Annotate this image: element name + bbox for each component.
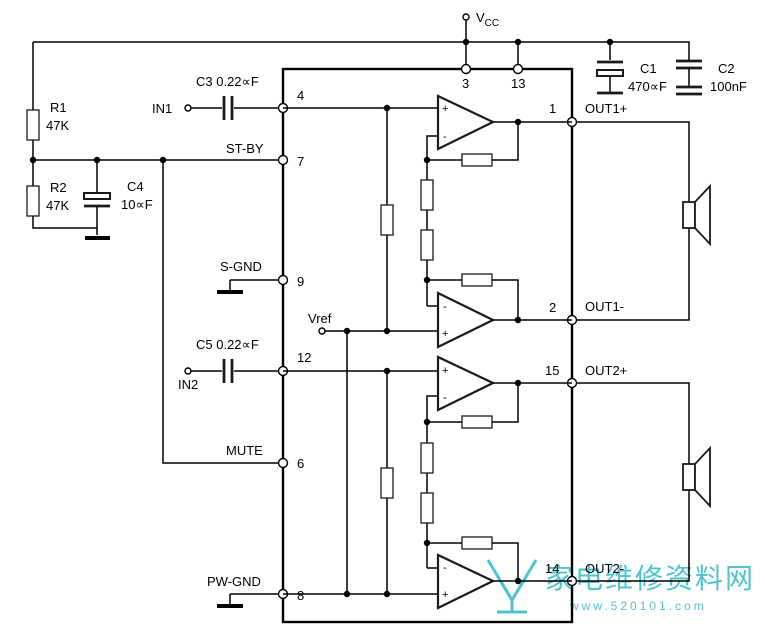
pin-9: 9: [297, 274, 304, 289]
out1m-label: OUT1-: [585, 299, 624, 314]
svg-text:+: +: [442, 589, 448, 601]
capacitor-c2: C2 100nF: [676, 59, 747, 96]
pin-15: 15: [545, 363, 559, 378]
vcc-terminal: [462, 13, 470, 21]
pin-3: 3: [462, 76, 469, 91]
vcc-supply: VCC: [33, 10, 690, 69]
pin-1: 1: [549, 101, 556, 116]
resistor-r1: [26, 109, 40, 141]
feedback-resistor-1: [461, 153, 493, 167]
capacitor-c4: C4 10∝F: [83, 179, 153, 240]
pin-4: 4: [297, 88, 304, 103]
watermark-logo-icon: [486, 559, 538, 614]
out2m-label: OUT2-: [585, 561, 624, 576]
bridge-resistor-2b: [420, 492, 434, 524]
c3-label: C3 0.22∝F: [196, 74, 259, 89]
pin-6: 6: [297, 456, 304, 471]
out2p-label: OUT2+: [585, 363, 627, 378]
vcc-label: VCC: [476, 10, 499, 29]
feedback-resistor-2: [461, 273, 493, 287]
svg-text:+: +: [442, 328, 448, 340]
watermark-url: www.520101.com: [569, 599, 707, 613]
c2-value: 100nF: [710, 79, 747, 94]
pin-2: 2: [549, 300, 556, 315]
pin-13: 13: [511, 76, 525, 91]
capacitor-c1: C1 470∝F: [596, 60, 667, 95]
in2-label: IN2: [178, 377, 198, 392]
speaker-2-icon: [682, 445, 711, 509]
in2-terminal: [184, 367, 192, 375]
internal-resistor-2: [380, 467, 394, 499]
c4-name: C4: [127, 179, 144, 194]
pin-12: 12: [297, 350, 311, 365]
c1-value: 470∝F: [628, 79, 667, 94]
c1-name: C1: [640, 61, 657, 76]
svg-text:-: -: [443, 562, 447, 574]
mute-label: MUTE: [226, 443, 263, 458]
pin-14: 14: [545, 561, 559, 576]
vref-terminal: [318, 327, 326, 335]
svg-text:+: +: [442, 103, 448, 115]
feedback-resistor-4: [461, 536, 493, 550]
out1p-label: OUT1+: [585, 101, 627, 116]
watermark: 家电维修资料网 www.520101.com: [486, 559, 755, 614]
feedback-resistor-3: [461, 415, 493, 429]
pin-8: 8: [297, 588, 304, 603]
pin-7: 7: [297, 154, 304, 169]
bridge-resistor-1a: [420, 179, 434, 211]
svg-text:-: -: [443, 131, 447, 143]
svg-text:-: -: [443, 392, 447, 404]
in1-label: IN1: [152, 101, 172, 116]
r1-name: R1: [50, 100, 67, 115]
vref-label: Vref: [308, 311, 332, 326]
amplifier-1: + -: [436, 94, 496, 151]
r2-value: 47K: [46, 198, 69, 213]
sgnd-label: S-GND: [220, 259, 262, 274]
svg-text:+: +: [442, 365, 448, 377]
bridge-resistor-1b: [420, 229, 434, 261]
ic-package: [281, 67, 574, 624]
in1-terminal: [184, 104, 192, 112]
bridge-resistor-2a: [420, 442, 434, 474]
c2-name: C2: [718, 61, 735, 76]
internal-resistor-1: [380, 204, 394, 236]
resistor-r2: [26, 185, 40, 217]
speaker-1-icon: [682, 183, 711, 247]
svg-text:-: -: [443, 301, 447, 313]
c4-value: 10∝F: [121, 197, 153, 212]
amplifier-2: - +: [436, 291, 496, 349]
pwgnd-label: PW-GND: [207, 574, 261, 589]
amplifier-3: + -: [436, 355, 496, 412]
watermark-text: 家电维修资料网: [545, 563, 755, 594]
r1-value: 47K: [46, 118, 69, 133]
stby-label: ST-BY: [226, 141, 264, 156]
c5-label: C5 0.22∝F: [196, 337, 259, 352]
amplifier-4: - +: [436, 553, 496, 610]
r2-name: R2: [50, 180, 67, 195]
pin-circles: [277, 63, 578, 600]
